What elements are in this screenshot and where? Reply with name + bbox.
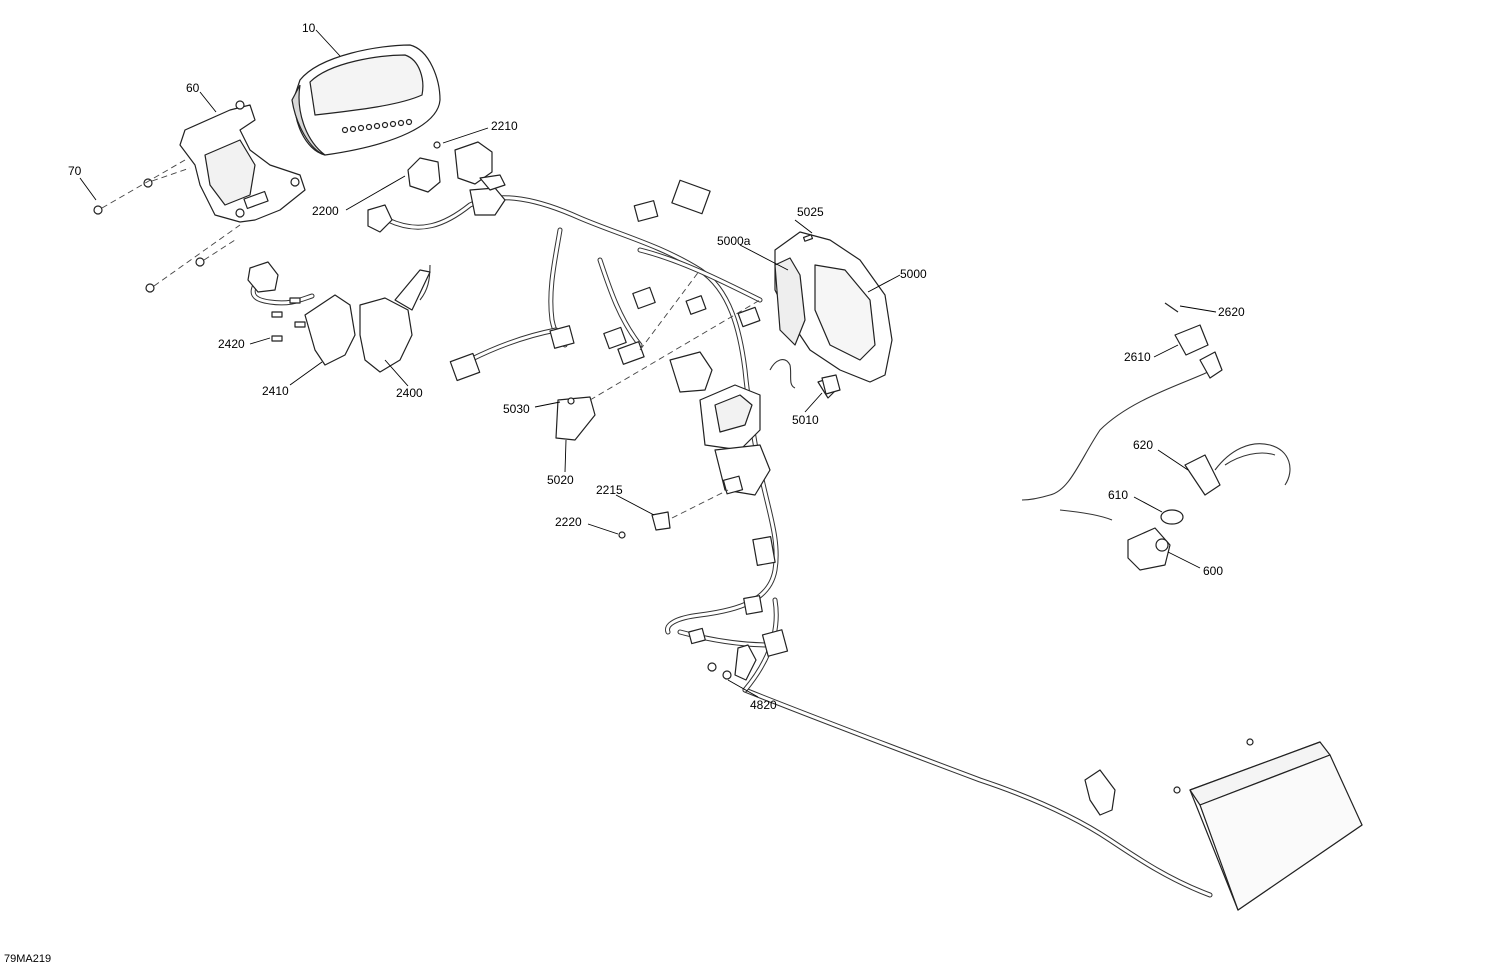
instrument-cluster-display [291,44,441,156]
bolt-icon [1173,786,1181,794]
callout-5010: 5010 [792,413,819,427]
callout-2420: 2420 [218,337,245,351]
callout-4820: 4820 [750,698,777,712]
callout-620: 620 [1133,438,1153,452]
callout-10: 10 [302,21,316,35]
callout-2215: 2215 [596,483,623,497]
callout-2400: 2400 [396,386,423,400]
callout-5020: 5020 [547,473,574,487]
screw-icon [145,283,155,293]
callout-labels: 10 60 70 2210 2200 2420 2410 2400 5025 5… [68,21,1245,712]
callout-610: 610 [1108,488,1128,502]
dess-post-and-tether [1021,302,1291,571]
screw-icon [93,205,103,215]
callout-5000: 5000 [900,267,927,281]
callout-2220: 2220 [555,515,582,529]
callout-5025: 5025 [797,205,824,219]
callout-2210: 2210 [491,119,518,133]
battery [1084,738,1363,911]
callout-2410: 2410 [262,384,289,398]
fuse-relay-box [479,174,771,496]
cluster-mounting-bracket [179,100,306,223]
handlebar-switch-assembly [247,261,431,373]
callout-5030: 5030 [503,402,530,416]
engine-control-unit [774,231,893,399]
figure-id: 79MA219 [4,953,51,965]
screw-icon [195,257,205,267]
screw-70-group [93,159,241,293]
screw-icon [143,178,153,188]
callout-600: 600 [1203,564,1223,578]
callout-2610: 2610 [1124,350,1151,364]
callout-5000a: 5000a [717,234,751,248]
screw-icon [1164,302,1179,313]
callout-2620: 2620 [1218,305,1245,319]
harness-connectors [449,179,841,681]
bolt-icon [1246,738,1254,746]
leader-lines [79,29,1217,698]
connector-2200 [367,141,506,233]
callout-60: 60 [186,81,200,95]
callout-2200: 2200 [312,204,339,218]
cluster-button-row [341,118,413,134]
callout-70: 70 [68,164,82,178]
